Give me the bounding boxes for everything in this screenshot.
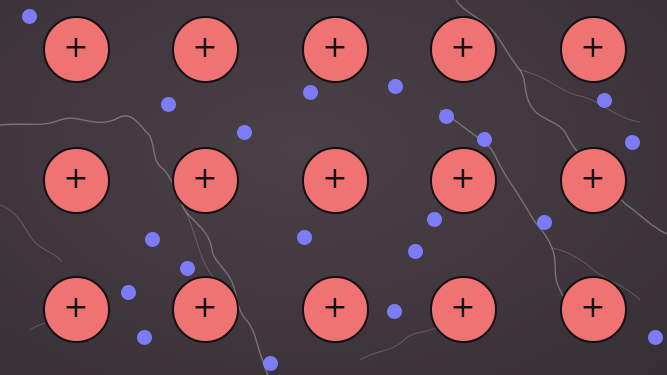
positive-ion: + xyxy=(302,276,369,343)
positive-ion: + xyxy=(172,147,239,214)
plus-sign: + xyxy=(304,18,367,81)
plus-sign: + xyxy=(174,278,237,341)
free-electron xyxy=(145,232,160,247)
free-electron xyxy=(303,85,318,100)
free-electron xyxy=(237,125,252,140)
positive-ion: + xyxy=(43,16,110,83)
free-electron xyxy=(297,230,312,245)
free-electron xyxy=(648,330,663,345)
plus-sign: + xyxy=(45,18,108,81)
free-electron xyxy=(408,244,423,259)
positive-ion: + xyxy=(560,16,627,83)
positive-ion: + xyxy=(430,147,497,214)
free-electron xyxy=(137,330,152,345)
plus-sign: + xyxy=(304,149,367,212)
plus-sign: + xyxy=(432,278,495,341)
free-electron xyxy=(477,132,492,147)
free-electron xyxy=(121,285,136,300)
plus-sign: + xyxy=(174,18,237,81)
free-electron xyxy=(597,93,612,108)
positive-ion: + xyxy=(43,276,110,343)
positive-ion: + xyxy=(560,147,627,214)
free-electron xyxy=(161,97,176,112)
positive-ion: + xyxy=(302,147,369,214)
plus-sign: + xyxy=(562,18,625,81)
positive-ion: + xyxy=(172,16,239,83)
positive-ion: + xyxy=(560,276,627,343)
positive-ion: + xyxy=(302,16,369,83)
plus-sign: + xyxy=(45,149,108,212)
positive-ion: + xyxy=(43,147,110,214)
free-electron xyxy=(625,135,640,150)
free-electron xyxy=(537,215,552,230)
free-electron xyxy=(22,9,37,24)
plus-sign: + xyxy=(562,278,625,341)
plus-sign: + xyxy=(45,278,108,341)
plus-sign: + xyxy=(432,18,495,81)
free-electron xyxy=(388,79,403,94)
positive-ion: + xyxy=(430,276,497,343)
free-electron xyxy=(263,356,278,371)
free-electron xyxy=(387,304,402,319)
plus-sign: + xyxy=(174,149,237,212)
free-electron xyxy=(427,212,442,227)
free-electron xyxy=(180,261,195,276)
plus-sign: + xyxy=(304,278,367,341)
positive-ion: + xyxy=(172,276,239,343)
free-electron xyxy=(439,109,454,124)
plus-sign: + xyxy=(562,149,625,212)
plus-sign: + xyxy=(432,149,495,212)
positive-ion: + xyxy=(430,16,497,83)
